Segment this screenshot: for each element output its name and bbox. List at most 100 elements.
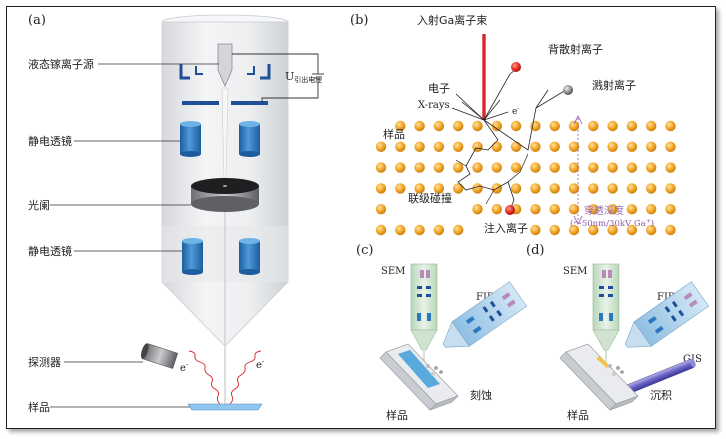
lattice-atom — [665, 204, 676, 215]
panel-c: (c) SEM FIB — [356, 243, 528, 422]
fib-column-c — [442, 281, 528, 348]
extractor-inner-left — [195, 66, 203, 75]
lattice-atom — [433, 141, 445, 152]
lattice-atom — [549, 204, 560, 215]
extractor-inner-right — [247, 66, 255, 75]
lattice-atom — [510, 141, 522, 152]
label-backscattered: 背散射离子 — [548, 42, 603, 56]
lattice-atom — [626, 162, 638, 173]
lattice-atom — [607, 224, 618, 236]
lattice-atom — [588, 120, 599, 132]
panel-a-label: (a) — [28, 13, 46, 28]
lattice-atom — [375, 141, 387, 152]
label-sem-c: SEM — [381, 266, 405, 277]
ion-source-needle — [217, 43, 233, 87]
panel-b-label: (b) — [350, 13, 368, 28]
lattice-atom — [433, 120, 445, 132]
lattice-atom — [665, 224, 676, 236]
lattice-atom — [607, 162, 618, 173]
label-sem-d: SEM — [563, 266, 587, 277]
penetration-arrow-top — [573, 114, 583, 125]
electrode-plate-right — [231, 101, 268, 105]
label-cascade: 联级碰撞 — [408, 191, 452, 205]
lattice-atom — [414, 183, 425, 194]
lattice-atom — [588, 224, 599, 236]
electron-path-right — [229, 350, 262, 405]
label-sputtered: 溅射离子 — [592, 78, 636, 92]
lattice-atom — [588, 183, 599, 194]
ion-beam-upper — [221, 87, 229, 179]
lattice-atom — [472, 204, 483, 215]
lattice-atom — [568, 183, 580, 194]
panel-d-label: (d) — [526, 243, 544, 258]
lattice-atom — [375, 162, 387, 173]
lattice-atom — [414, 120, 425, 132]
lattice-atom — [607, 204, 618, 215]
lattice-atom — [472, 183, 483, 194]
lattice-atom — [646, 162, 657, 173]
label-ion-source: 液态镓离子源 — [28, 57, 94, 71]
electrode-plate-left — [182, 101, 219, 105]
lattice-atom — [607, 141, 618, 152]
lattice-atom — [510, 162, 522, 173]
label-electron-small: e- — [512, 105, 519, 117]
label-sample-d: 样品 — [567, 408, 589, 422]
lattice-atom — [646, 224, 657, 236]
lattice-atom — [646, 141, 657, 152]
electron-label-right: e- — [256, 358, 265, 371]
lattice-atom — [491, 141, 502, 152]
label-penetration-depth: 穿透深度 — [584, 204, 624, 217]
lattice-atom — [491, 162, 502, 173]
extractor-right — [260, 64, 271, 80]
electron-path-left — [188, 350, 221, 405]
aperture-disc — [191, 178, 259, 212]
sample-block-d — [559, 343, 639, 411]
emission-arrows — [451, 69, 567, 151]
lattice-atom — [395, 162, 406, 173]
lattice-atom — [549, 183, 560, 194]
label-process-d: 沉积 — [650, 389, 672, 402]
label-incident-beam: 入射Ga离子束 — [417, 13, 487, 27]
lattice-atom — [433, 162, 445, 173]
lattice-atom — [626, 224, 638, 236]
lattice-atom — [510, 183, 522, 194]
lattice-atom — [395, 224, 406, 236]
label-fib-c: FIB — [476, 292, 494, 303]
lattice-atom — [588, 141, 599, 152]
lattice-atom — [472, 141, 483, 152]
lattice-atom — [568, 162, 580, 173]
label-lens-lower: 静电透镜 — [28, 244, 72, 258]
lens-upper — [180, 121, 260, 157]
label-xrays: X-rays — [418, 100, 450, 111]
label-sample-b: 样品 — [383, 127, 405, 141]
lattice-atom — [433, 224, 445, 236]
lattice-atom — [472, 162, 483, 173]
lattice-atom — [646, 183, 657, 194]
sample-block-c — [379, 343, 459, 411]
lattice-atom — [414, 141, 425, 152]
lattice-atom — [549, 224, 560, 236]
lattice-atom — [665, 162, 676, 173]
lattice-atom — [375, 183, 387, 194]
label-sample: 样品 — [28, 400, 50, 414]
label-implanted: 注入离子 — [484, 221, 528, 235]
implanted-ion-particle — [505, 205, 515, 215]
backscattered-ion-particle — [511, 62, 521, 72]
lattice-atom — [646, 120, 657, 132]
lattice-atom — [453, 120, 464, 132]
label-detector: 探测器 — [28, 356, 61, 369]
lattice-atom — [568, 224, 580, 236]
extraction-circuit — [232, 53, 324, 103]
panel-d: (d) SEM FIB GIS — [526, 243, 710, 422]
lattice-atom — [375, 204, 387, 215]
lattice-atom — [549, 141, 560, 152]
lattice-atom — [568, 141, 580, 152]
lattice-atom — [665, 120, 676, 132]
lattice-atom — [626, 204, 638, 215]
atom-lattice — [375, 120, 676, 236]
lattice-atom — [665, 141, 676, 152]
lattice-atom — [491, 204, 502, 215]
lattice-atom — [453, 162, 464, 173]
extractor-left — [179, 64, 190, 80]
